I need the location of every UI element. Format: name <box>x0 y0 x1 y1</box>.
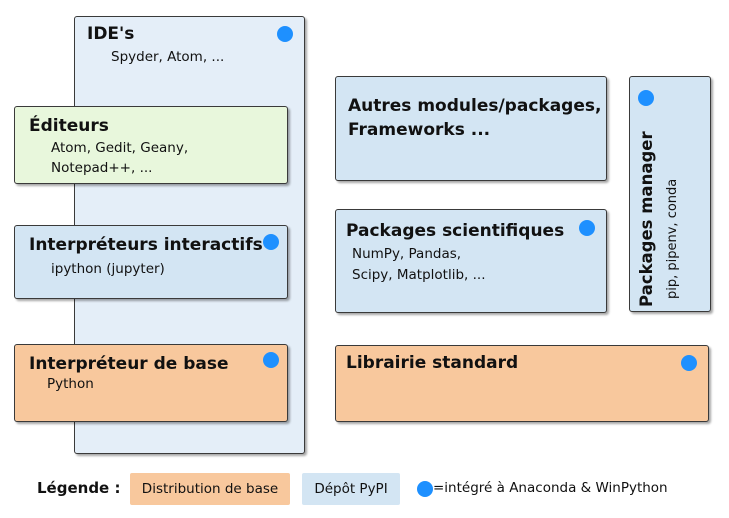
interpreteurs-interactifs-subtitle: ipython (jupyter) <box>51 261 165 277</box>
librairie-standard-box: Librairie standard <box>335 345 709 422</box>
anaconda-dot-icon <box>681 355 697 371</box>
packages-scientifiques-title: Packages scientifiques <box>346 221 565 241</box>
packages-manager-subtitle: pip, pipenv, conda <box>665 178 680 299</box>
anaconda-dot-icon <box>277 26 293 42</box>
autres-modules-box: Autres modules/packages, Frameworks ... <box>335 76 607 181</box>
legend-distribution-chip: Distribution de base <box>130 473 290 505</box>
interpreteur-base-box: Interpréteur de base Python <box>14 344 288 422</box>
autres-modules-line1: Autres modules/packages, <box>348 96 602 116</box>
packages-scientifiques-box: Packages scientifiques NumPy, Pandas, Sc… <box>335 209 607 313</box>
packages-manager-box: Packages manager pip, pipenv, conda <box>629 76 711 312</box>
legend-pypi-chip: Dépôt PyPI <box>302 473 400 505</box>
interpreteur-base-title: Interpréteur de base <box>29 354 229 374</box>
autres-modules-line2: Frameworks ... <box>348 120 491 140</box>
editeurs-line2: Notepad++, ... <box>51 160 153 176</box>
packages-scientifiques-line2: Scipy, Matplotlib, ... <box>352 267 486 283</box>
packages-manager-title: Packages manager <box>637 131 656 307</box>
interpreteur-base-subtitle: Python <box>47 376 94 392</box>
packages-scientifiques-line1: NumPy, Pandas, <box>352 246 462 262</box>
ide-subtitle: Spyder, Atom, ... <box>111 49 225 65</box>
interpreteurs-interactifs-box: Interpréteurs interactifs ipython (jupyt… <box>14 225 288 299</box>
anaconda-dot-icon <box>579 220 595 236</box>
legend-dot-icon <box>417 481 433 497</box>
legend-dot-text: =intégré à Anaconda & WinPython <box>433 480 668 496</box>
ide-title: IDE's <box>87 24 135 44</box>
librairie-standard-title: Librairie standard <box>346 353 519 373</box>
legend-label: Légende : <box>37 479 121 497</box>
anaconda-dot-icon <box>263 352 279 368</box>
interpreteurs-interactifs-title: Interpréteurs interactifs <box>29 235 263 255</box>
anaconda-dot-icon <box>263 234 279 250</box>
editeurs-box: Éditeurs Atom, Gedit, Geany, Notepad++, … <box>14 106 288 184</box>
editeurs-line1: Atom, Gedit, Geany, <box>51 140 189 156</box>
anaconda-dot-icon <box>638 90 654 106</box>
editeurs-title: Éditeurs <box>29 116 109 136</box>
